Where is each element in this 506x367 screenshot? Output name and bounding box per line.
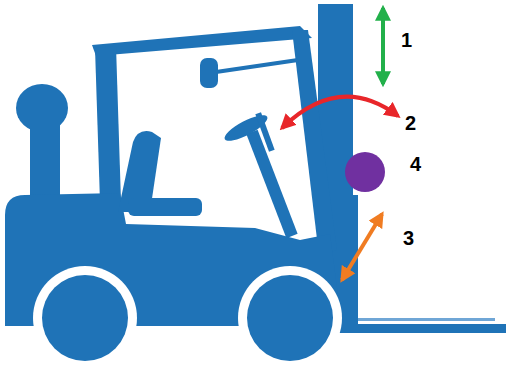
rear-wheel [42, 275, 128, 361]
control-lever [255, 112, 274, 152]
overhead-guard [92, 26, 312, 56]
wheel-arch [238, 266, 342, 367]
side-shift-arrow [342, 214, 382, 280]
callout-number: 3 [403, 228, 414, 248]
fork-rear [345, 318, 495, 321]
tilt-arrow [282, 97, 398, 128]
callout-number: 4 [410, 154, 421, 174]
mirror-arm [216, 60, 298, 72]
rear-post [95, 46, 121, 202]
front-post [292, 30, 337, 256]
tank-bracket [30, 118, 60, 203]
callout-number: 1 [401, 30, 412, 50]
seat-cushion [128, 198, 202, 216]
mirror [200, 58, 218, 88]
front-wheel [247, 275, 333, 361]
callout-number: 2 [405, 113, 416, 133]
wheel-arch [33, 266, 137, 367]
fork [338, 324, 506, 333]
forklift-silhouette [5, 4, 506, 367]
lift-arrow [381, 8, 385, 84]
attachment-point [345, 152, 385, 192]
